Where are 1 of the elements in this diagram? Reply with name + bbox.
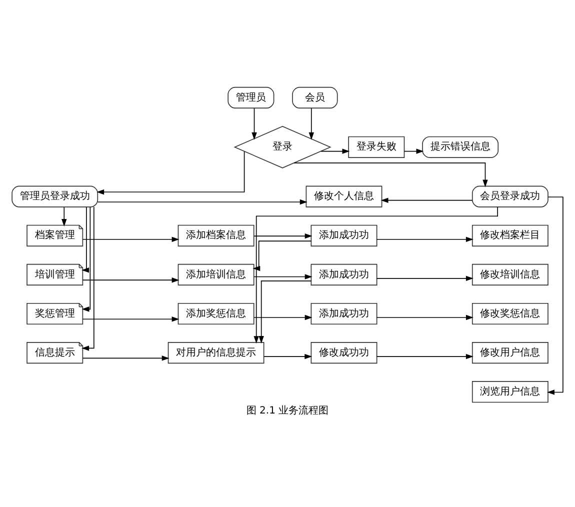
caption: 图 2.1 业务流程图 — [246, 406, 329, 417]
